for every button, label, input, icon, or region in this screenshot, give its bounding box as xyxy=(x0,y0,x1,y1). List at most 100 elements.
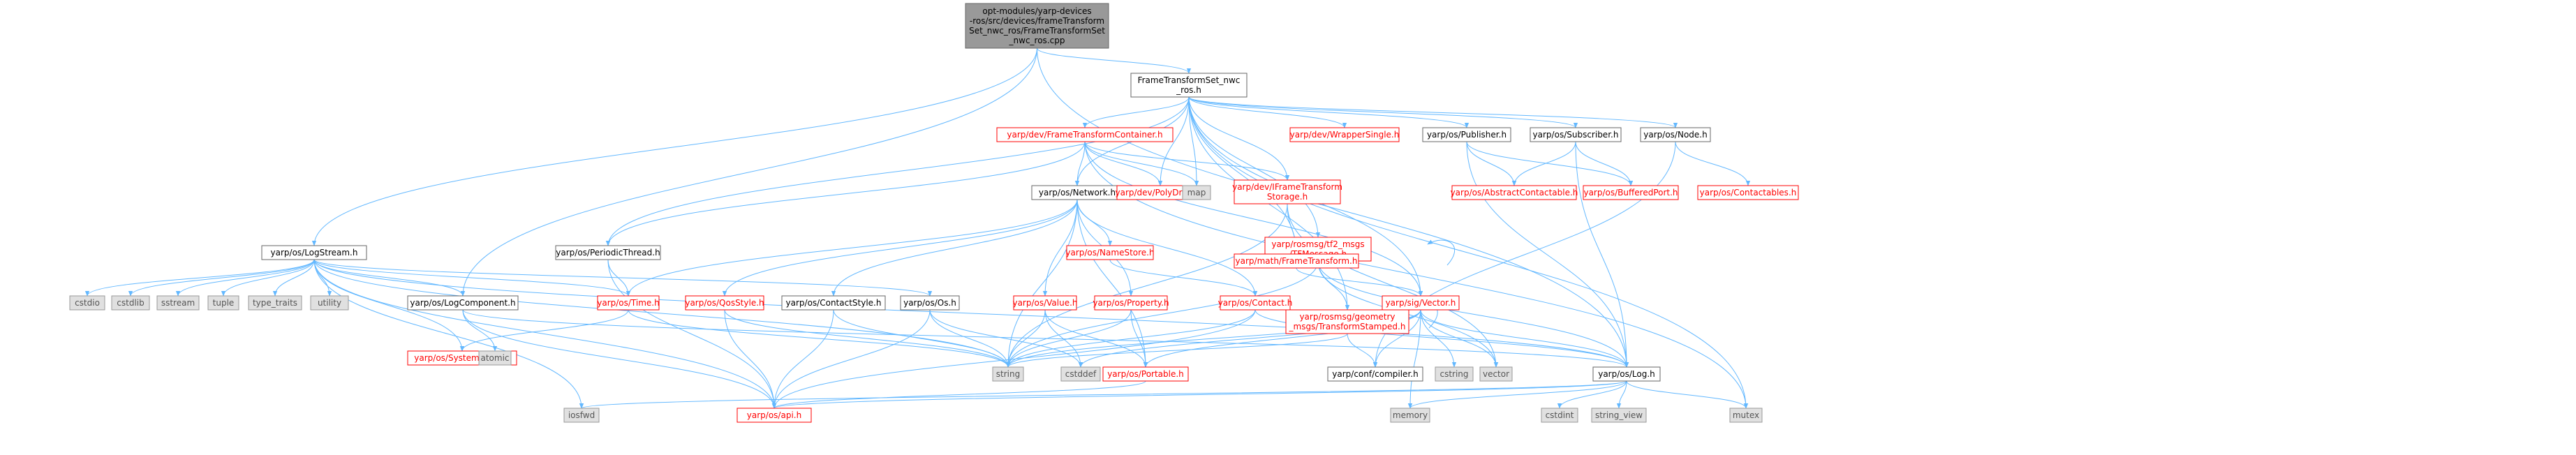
edge-fts-to-ftc xyxy=(1082,96,1190,128)
node-label-ifts: yarp/dev/IFrameTransform xyxy=(1232,182,1342,192)
node-os[interactable]: yarp/os/Os.h xyxy=(900,295,960,311)
node-cstdlib: cstdlib xyxy=(111,295,150,311)
node-abscont[interactable]: yarp/os/AbstractContactable.h xyxy=(1451,185,1578,200)
edge-logstream-to-string xyxy=(313,259,1011,368)
edge-publisher-to-log xyxy=(1466,141,1629,368)
node-box-cstring xyxy=(1435,366,1474,382)
node-box-ftc xyxy=(996,127,1174,142)
edge-network-to-contact xyxy=(1076,199,1258,297)
node-ftc[interactable]: yarp/dev/FrameTransformContainer.h xyxy=(996,127,1174,142)
node-network[interactable]: yarp/os/Network.h xyxy=(1031,185,1123,200)
edge-tfmsg-to-log xyxy=(1317,260,1629,368)
edge-log-to-api xyxy=(772,380,1627,409)
node-atomic: atomic xyxy=(478,350,512,366)
edge-ftc-to-network xyxy=(1074,141,1086,186)
edge-ifts-to-string xyxy=(1005,203,1288,368)
edge-ftc-to-vector_h xyxy=(1084,141,1423,297)
node-label-wrapper: yarp/dev/WrapperSingle.h xyxy=(1290,130,1400,140)
edge-ftc-to-periodic xyxy=(605,141,1086,246)
edge-fts-to-node xyxy=(1188,96,1678,128)
node-vector: vector xyxy=(1479,366,1513,382)
edge-subscriber-to-abscont xyxy=(1511,141,1576,186)
node-portable[interactable]: yarp/os/Portable.h xyxy=(1102,366,1189,382)
node-label-cstddef: cstddef xyxy=(1065,369,1097,379)
node-bufport[interactable]: yarp/os/BufferedPort.h xyxy=(1583,185,1679,200)
node-property[interactable]: yarp/os/Property.h xyxy=(1093,295,1169,311)
node-box-vector_h xyxy=(1382,295,1460,311)
edge-logstream-to-api xyxy=(313,259,777,409)
node-box-cstddef xyxy=(1060,366,1101,382)
edge-logstream-to-log xyxy=(313,259,1629,368)
node-contact[interactable]: yarp/os/Contact.h xyxy=(1218,295,1293,311)
node-value[interactable]: yarp/os/Value.h xyxy=(1012,295,1078,311)
node-label-map: map xyxy=(1187,188,1206,197)
edge-vector_h-to-log xyxy=(1420,309,1629,368)
node-label-root: opt-modules/yarp-devices xyxy=(982,6,1091,16)
node-label-tfstamped: yarp/rosmsg/geometry xyxy=(1299,312,1395,322)
node-box-periodic xyxy=(555,245,661,260)
edge-ftc-to-map xyxy=(1084,141,1199,186)
edge-fts-to-periodic xyxy=(605,96,1190,246)
node-wrapper[interactable]: yarp/dev/WrapperSingle.h xyxy=(1289,127,1400,142)
node-label-ftc: yarp/dev/FrameTransformContainer.h xyxy=(1007,130,1162,140)
node-label-node: yarp/os/Node.h xyxy=(1643,130,1707,140)
node-type_traits: type_traits xyxy=(248,295,302,311)
node-box-string_view xyxy=(1591,408,1647,423)
node-box-os xyxy=(900,295,960,311)
node-fts[interactable]: FrameTransformSet_nwc_ros.h xyxy=(1130,73,1248,98)
node-qos[interactable]: yarp/os/QosStyle.h xyxy=(685,295,764,311)
node-label-root: _nwc_ros.cpp xyxy=(1009,36,1065,45)
node-publisher[interactable]: yarp/os/Publisher.h xyxy=(1422,127,1511,142)
node-box-tfstamped xyxy=(1285,309,1409,334)
node-namestore[interactable]: yarp/os/NameStore.h xyxy=(1065,245,1155,260)
edge-value-to-portable xyxy=(1044,309,1148,368)
node-time[interactable]: yarp/os/Time.h xyxy=(597,295,660,311)
node-tuple: tuple xyxy=(207,295,239,311)
node-box-mathft xyxy=(1234,253,1359,269)
node-label-string_view: string_view xyxy=(1595,410,1643,420)
node-logcomp[interactable]: yarp/os/LogComponent.h xyxy=(407,295,519,311)
node-api[interactable]: yarp/os/api.h xyxy=(736,408,812,423)
node-label-api: yarp/os/api.h xyxy=(747,410,801,420)
node-label-contactables: yarp/os/Contactables.h xyxy=(1700,188,1797,197)
node-box-wrapper xyxy=(1289,127,1400,142)
node-label-time: yarp/os/Time.h xyxy=(597,298,659,308)
node-subscriber[interactable]: yarp/os/Subscriber.h xyxy=(1530,127,1622,142)
edge-namestore-to-contact xyxy=(1109,259,1258,297)
node-mathft[interactable]: yarp/math/FrameTransform.h xyxy=(1234,253,1359,269)
node-logstream[interactable]: yarp/os/LogStream.h xyxy=(261,245,367,260)
node-label-cstdint: cstdint xyxy=(1546,410,1574,420)
node-box-compiler xyxy=(1327,366,1423,382)
node-vector_h[interactable]: yarp/sig/Vector.h xyxy=(1382,295,1460,311)
node-node[interactable]: yarp/os/Node.h xyxy=(1640,127,1711,142)
edge-root-to-fts xyxy=(1037,47,1192,74)
node-label-contact: yarp/os/Contact.h xyxy=(1218,298,1293,308)
node-tfstamped[interactable]: yarp/rosmsg/geometry_msgs/TransformStamp… xyxy=(1285,309,1409,334)
edge-fts-to-mathft xyxy=(1188,96,1299,255)
node-box-root xyxy=(965,3,1109,49)
edge-network-to-contactstyle xyxy=(831,199,1078,297)
edge-logstream-to-logcomp xyxy=(313,259,466,297)
node-box-iosfwd xyxy=(563,408,600,423)
node-label-string: string xyxy=(996,369,1020,379)
node-label-vector: vector xyxy=(1483,369,1509,379)
node-string_view: string_view xyxy=(1591,408,1647,423)
node-label-fts: FrameTransformSet_nwc xyxy=(1138,75,1241,85)
node-contactstyle[interactable]: yarp/os/ContactStyle.h xyxy=(781,295,886,311)
edge-logstream-to-type_traits xyxy=(272,259,315,297)
node-contactables[interactable]: yarp/os/Contactables.h xyxy=(1697,185,1799,200)
edge-fts-to-ifts xyxy=(1188,96,1290,181)
node-box-node xyxy=(1640,127,1711,142)
edge-contact-to-string xyxy=(1005,309,1256,368)
edge-fts-to-wrapper xyxy=(1188,96,1347,128)
node-box-map xyxy=(1182,185,1211,200)
node-box-namestore xyxy=(1066,245,1154,260)
edge-node-to-compiler xyxy=(1372,141,1676,368)
node-log[interactable]: yarp/os/Log.h xyxy=(1592,366,1661,382)
node-compiler[interactable]: yarp/conf/compiler.h xyxy=(1327,366,1423,382)
edge-periodic-to-api xyxy=(607,259,777,409)
node-root[interactable]: opt-modules/yarp-devices-ros/src/devices… xyxy=(965,3,1109,49)
edge-fts-to-tfmsg xyxy=(1188,96,1321,238)
node-periodic[interactable]: yarp/os/PeriodicThread.h xyxy=(555,245,661,260)
